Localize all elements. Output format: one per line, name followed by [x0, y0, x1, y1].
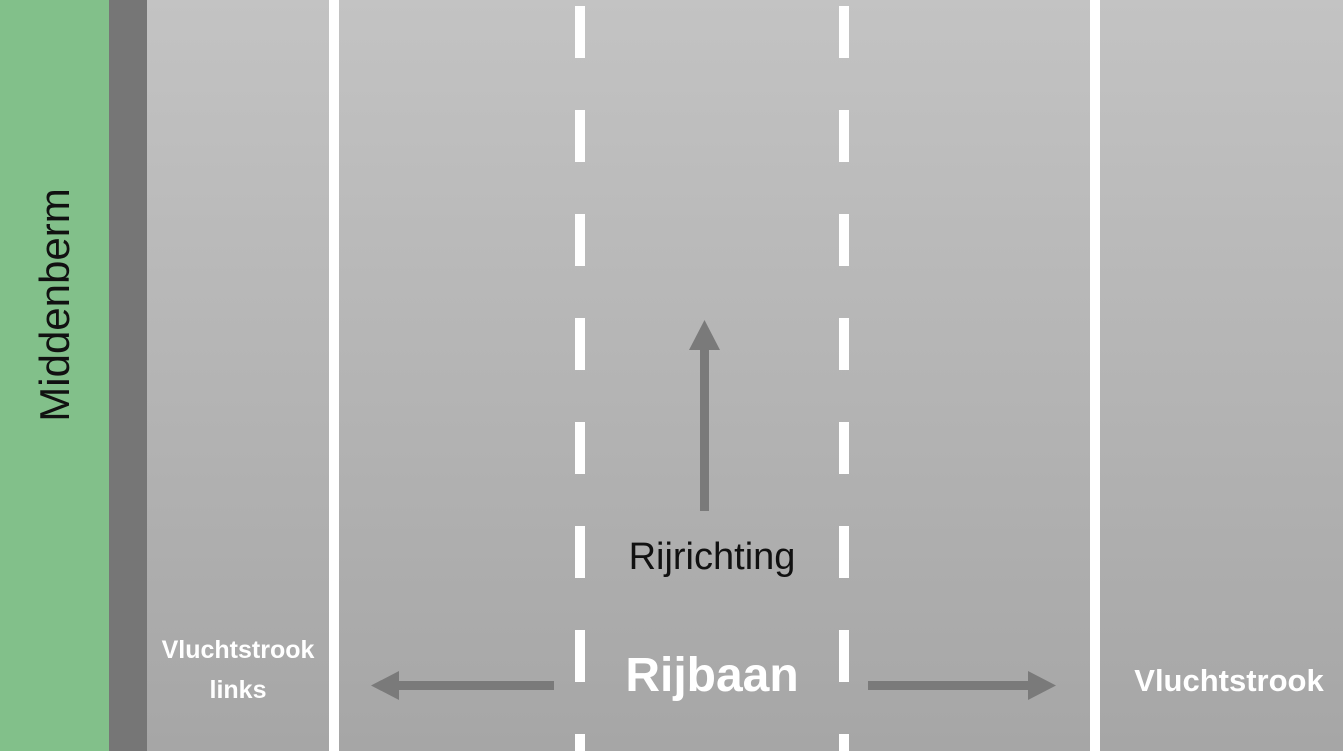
right-shoulder-label: Vluchtstrook: [1134, 663, 1324, 698]
median-strip: [0, 0, 109, 751]
left-shoulder-label-line1: Vluchtstrook: [161, 636, 315, 664]
arrow-up-icon: [689, 320, 720, 511]
arrow-right-icon: [868, 671, 1056, 700]
carriageway-label: Rijbaan: [625, 649, 799, 702]
driving-direction-label: Rijrichting: [628, 536, 796, 578]
lane-divider-dashed-left: [575, 6, 585, 751]
left-shoulder-label-line2: links: [209, 676, 267, 704]
solid-edge-line-left: [329, 0, 339, 751]
arrow-left-icon: [371, 671, 554, 700]
median-edge-strip: [109, 0, 147, 751]
lane-divider-dashed-right: [839, 6, 849, 751]
median-label: Middenberm: [31, 188, 78, 422]
left-shoulder-label: Vluchtstrook links: [147, 630, 329, 710]
solid-edge-line-right: [1090, 0, 1100, 751]
